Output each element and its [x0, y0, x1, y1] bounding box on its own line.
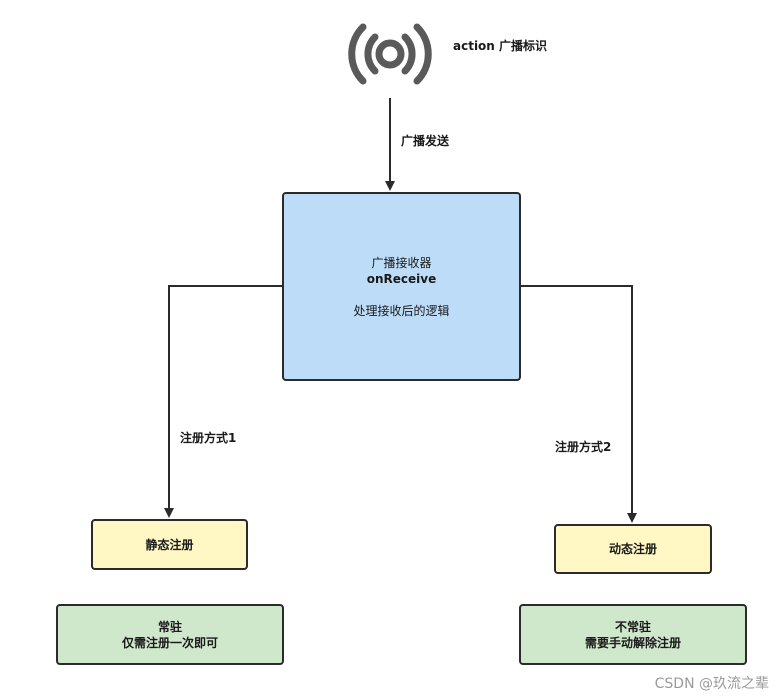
method1-label: 注册方式1	[180, 431, 237, 445]
receiver-title: 广播接收器	[371, 255, 432, 270]
broadcast-signal-icon	[348, 23, 432, 85]
method1-connector	[164, 285, 282, 518]
broadcast-receiver-box: 广播接收器 onReceive 处理接收后的逻辑	[282, 192, 521, 381]
method2-label: 注册方式2	[555, 440, 612, 454]
action-label: action 广播标识	[453, 39, 548, 53]
resident-title: 常驻	[157, 619, 182, 634]
send-label: 广播发送	[401, 134, 450, 148]
static-registration-label: 静态注册	[145, 537, 194, 552]
resident-description: 仅需注册一次即可	[121, 635, 218, 650]
nonresident-title: 不常驻	[614, 619, 651, 634]
receiver-method: onReceive	[366, 271, 437, 286]
nonresident-description: 需要手动解除注册	[584, 635, 681, 650]
static-registration-box: 静态注册	[91, 519, 248, 570]
receiver-description: 处理接收后的逻辑	[353, 303, 450, 318]
watermark: CSDN @玖流之辈	[654, 676, 769, 692]
dynamic-registration-label: 动态注册	[608, 542, 657, 556]
nonresident-box: 不常驻 需要手动解除注册	[519, 604, 747, 665]
resident-box: 常驻 仅需注册一次即可	[56, 604, 284, 665]
dynamic-registration-box: 动态注册	[554, 524, 712, 574]
method2-connector	[521, 285, 637, 523]
